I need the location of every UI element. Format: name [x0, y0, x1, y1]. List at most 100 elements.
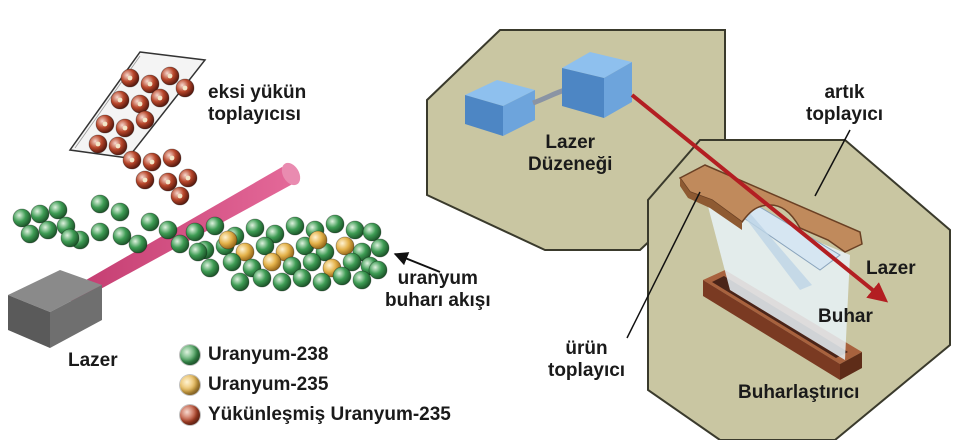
u238-atom — [292, 268, 312, 288]
u235-atom — [218, 230, 238, 250]
u238-atom — [362, 222, 382, 242]
laser-unit-label-line1: Lazer — [545, 132, 596, 153]
ionized-atom-core — [182, 85, 188, 91]
u238-atom — [325, 214, 345, 234]
collector-label-line2: toplayıcısı — [208, 104, 301, 125]
u238-atom — [140, 212, 160, 232]
u238-atom — [342, 252, 362, 272]
u238-atom — [285, 216, 305, 236]
residue-collector-label: artık toplayıcı — [806, 82, 883, 126]
u238-legend-dot — [180, 345, 200, 365]
u238-atom — [170, 234, 190, 254]
vapor-curtain — [705, 195, 850, 360]
u238-atom — [90, 194, 110, 214]
ionized-atom-core — [117, 97, 123, 103]
u238-atom — [38, 220, 58, 240]
ionized-atom-core — [142, 177, 148, 183]
u238-atom — [368, 260, 388, 280]
ionized-atom-core — [102, 121, 108, 127]
ionized-legend-dot — [180, 405, 200, 425]
u238-atom — [12, 208, 32, 228]
u238-atom — [272, 272, 292, 292]
right-laser-label: Lazer — [866, 258, 916, 279]
u238-atom — [230, 272, 250, 292]
ionized-atom-core — [185, 175, 191, 181]
vaporizer-label: Buharlaştırıcı — [738, 382, 860, 403]
u238-atom — [112, 226, 132, 246]
u238-atom — [48, 200, 68, 220]
u238-atom — [110, 202, 130, 222]
u238-atom — [282, 256, 302, 276]
u238-atom — [345, 220, 365, 240]
u238-atom — [128, 234, 148, 254]
ionized-atom-core — [127, 75, 133, 81]
ionized-atom-core — [165, 179, 171, 185]
product-collector-label: ürün toplayıcı — [548, 338, 625, 382]
u238-atom — [265, 224, 285, 244]
stream-label: uranyum buharı akışı — [385, 268, 491, 312]
u238-atom — [352, 270, 372, 290]
ionized-atom-core — [177, 193, 183, 199]
negative-collector-label: eksi yükün toplayıcısı — [208, 82, 306, 126]
u238-atom — [90, 222, 110, 242]
u238-atom — [255, 236, 275, 256]
stream-label-line2: buharı akışı — [385, 290, 491, 311]
stream-label-line1: uranyum — [397, 268, 478, 289]
ionized-atom-core — [142, 117, 148, 123]
ionized-atom-core — [137, 101, 143, 107]
ionized-atom-core — [129, 157, 135, 163]
ionized-atom-core — [95, 141, 101, 147]
u238-atom — [312, 272, 332, 292]
u238-atom — [30, 204, 50, 224]
product-label-line1: ürün — [565, 338, 608, 359]
laser-unit-small-box — [465, 80, 535, 136]
laser-unit-label: Lazer Düzeneği — [528, 132, 612, 176]
residue-collector — [678, 164, 863, 253]
collector-label-line1: eksi yükün — [208, 82, 307, 103]
product-pointer — [626, 191, 701, 339]
u238-legend-label: Uranyum-238 — [208, 344, 329, 365]
left-laser-box — [8, 270, 102, 348]
legend-item-u238: Uranyum-238 — [180, 344, 328, 366]
u238-atom — [222, 252, 242, 272]
product-label-line2: toplayıcı — [548, 360, 626, 381]
legend-item-ionized: Yükünleşmiş Uranyum-235 — [180, 404, 451, 426]
stream-arrow — [393, 252, 441, 273]
laser-unit-large-box — [562, 52, 632, 118]
u238-atom — [370, 238, 390, 258]
u238-atom — [245, 218, 265, 238]
residue-label-line1: artık — [824, 82, 865, 103]
ionized-atom-core — [147, 81, 153, 87]
u235-atom — [262, 252, 282, 272]
ionized-atom-core — [169, 155, 175, 161]
u238-atom — [60, 228, 80, 248]
left-laser-label: Lazer — [68, 350, 118, 371]
u238-atom — [205, 216, 225, 236]
u238-atom — [158, 220, 178, 240]
ionized-atom-core — [167, 73, 173, 79]
ionized-atom-core — [157, 95, 163, 101]
laser-unit-label-line2: Düzeneği — [528, 154, 613, 175]
u238-atom — [302, 252, 322, 272]
residue-pointer — [814, 129, 851, 197]
legend-item-u235: Uranyum-235 — [180, 374, 328, 396]
ionized-atom-core — [115, 143, 121, 149]
u235-atom — [308, 230, 328, 250]
u235-legend-dot — [180, 375, 200, 395]
vapor-label: Buhar — [818, 306, 873, 327]
residue-label-line2: toplayıcı — [806, 104, 884, 125]
ionized-atom-core — [122, 125, 128, 131]
u238-atom — [252, 268, 272, 288]
u238-atom — [188, 242, 208, 262]
right-laser-beam — [630, 93, 889, 303]
ionized-atom-core — [149, 159, 155, 165]
u235-atom — [335, 236, 355, 256]
u238-atom — [20, 224, 40, 244]
u235-legend-label: Uranyum-235 — [208, 374, 329, 395]
u238-atom — [185, 222, 205, 242]
atom-cluster — [12, 66, 390, 292]
u238-atom — [200, 258, 220, 278]
u238-atom — [332, 266, 352, 286]
